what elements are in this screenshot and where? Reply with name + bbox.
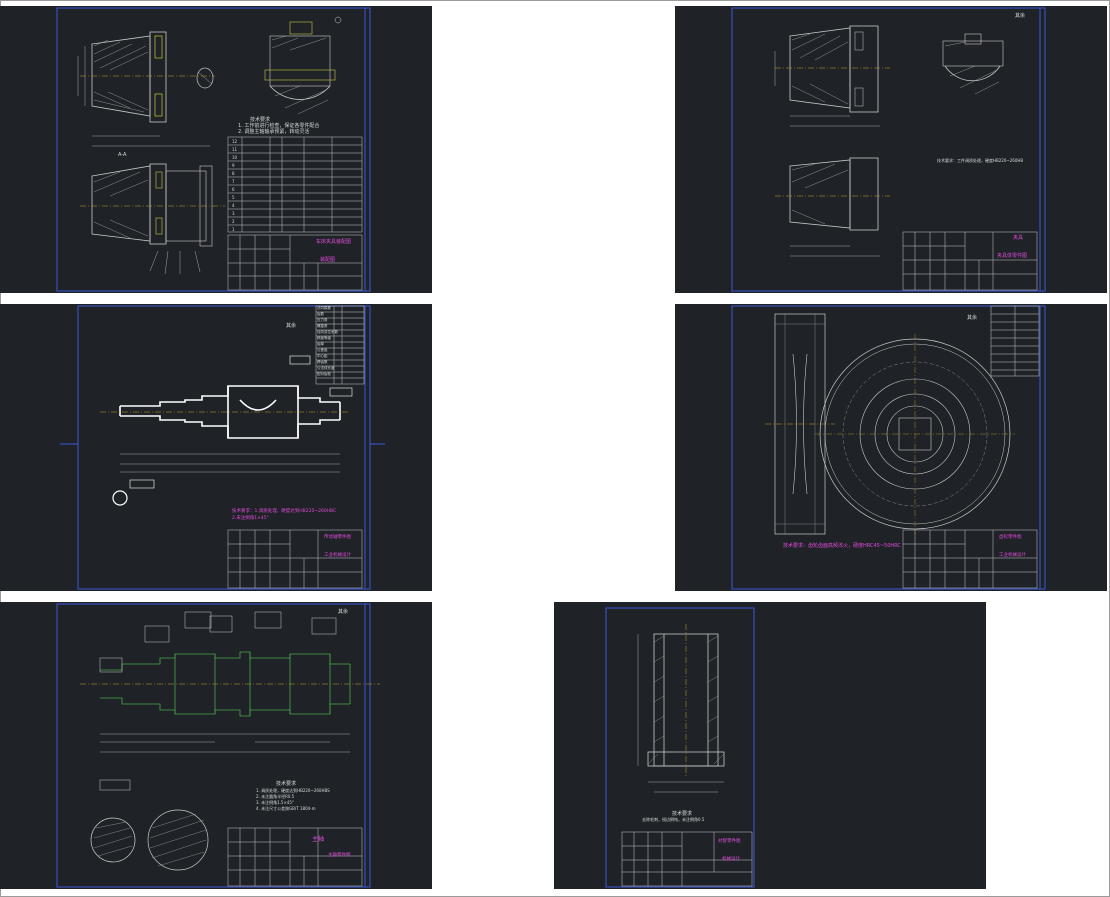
title-block-subtitle: 机械设计 (722, 857, 740, 862)
roughness-note: 其余 (967, 315, 978, 321)
title-block-subtitle: 夹具体零件图 (997, 253, 1028, 259)
param-table-label: 公差组 (317, 348, 328, 352)
title-block-subtitle: 工业机械设计 (999, 553, 1026, 558)
param-table-label: 径向变位系数 (317, 330, 338, 334)
tech-req-title: 技术要求 (672, 811, 693, 817)
parts-list-row-number: 11 (232, 147, 238, 152)
param-table-label: 法向模数 (317, 306, 331, 310)
roughness-note: 其余 (286, 323, 297, 329)
parts-list-row-number: 12 (232, 139, 238, 144)
roughness-note: 其余 (338, 609, 349, 615)
fixture-body-cad-drawing (731, 7, 1046, 292)
param-table-label: 公法线长度 (317, 366, 335, 370)
parts-list-row-number: 8 (232, 171, 235, 176)
title-block-name: 传动轴零件图 (324, 535, 351, 540)
tech-req-line: 1. 工作前进行检查，保证各零件配合 (238, 123, 320, 129)
param-table-label: 压力角 (317, 318, 328, 322)
gear-cad-drawing (731, 305, 1046, 590)
sleeve-cad-drawing (605, 607, 755, 888)
drawing-sheet-sleeve[interactable]: 技术要求 去除毛刺，锐边倒钝，未注倒角0.5 衬套零件图 机械设计 (554, 602, 986, 889)
section-label: A-A (118, 152, 127, 158)
param-table-label: 齿厚 (317, 342, 324, 346)
tech-req-line: 2. 调整主轴轴承预紧，转动灵活 (238, 129, 310, 135)
tech-req-line: 4. 未注尺寸公差按GB/T 1804-m (256, 806, 316, 811)
title-block-subtitle: 装配图 (320, 257, 336, 263)
parts-list-row-number: 5 (232, 195, 235, 200)
shaft-cad-drawing (60, 305, 385, 590)
tech-req-line: 2. 未注圆角半径R0.5 (256, 794, 295, 799)
tech-req: 技术要求：齿轮齿面高频淬火，硬度HRC45~50HRC (783, 543, 901, 549)
parts-list-row-number: 3 (232, 211, 235, 216)
parts-list-row-number: 9 (232, 163, 235, 168)
parts-list-row-number: 4 (232, 203, 235, 208)
param-table-label: 中心距 (317, 354, 328, 358)
parts-list-row-number: 6 (232, 187, 235, 192)
param-table-label: 精度等级 (317, 336, 331, 340)
drawing-sheet-spindle[interactable]: 其余 技术要求 1. 调质处理，硬度达到HB220~260HBS 2. 未注圆角… (0, 602, 432, 889)
title-block-name: 车床夹具装配图 (316, 239, 352, 245)
title-block-name: 夹具 (1013, 235, 1024, 241)
title-block-subtitle: 工业机械设计 (324, 553, 351, 558)
assembly-cad-drawing (56, 7, 371, 292)
param-table-label: 跨齿数 (317, 360, 328, 364)
param-table-label: 螺旋角 (317, 324, 328, 328)
tech-req-line: 1. 调质处理，硬度达到HB220~260HBS (256, 788, 330, 793)
tech-req-line: 2.未注倒角1×45° (232, 516, 269, 521)
parts-list-row-number: 7 (232, 179, 235, 184)
title-block-name: 衬套零件图 (718, 839, 741, 844)
param-table-label: 齿数 (317, 312, 324, 316)
tech-req-title: 技术要求 (250, 117, 271, 123)
drawing-sheet-assembly[interactable]: 技术要求 1. 工作前进行检查，保证各零件配合 2. 调整主轴轴承预紧，转动灵活… (0, 6, 432, 293)
tech-req-title: 技术要求 (276, 781, 297, 787)
tech-req-line: 去除毛刺，锐边倒钝，未注倒角0.5 (642, 817, 705, 822)
parts-list-row-number: 2 (232, 219, 235, 224)
parts-list-row-number: 1 (232, 227, 235, 232)
parts-list-row-number: 10 (232, 155, 238, 160)
title-block-subtitle: 主轴零件图 (328, 853, 351, 858)
title-block-name: 主轴 (312, 836, 325, 843)
param-table-label: 配对齿轮 (317, 372, 331, 376)
drawing-sheet-fixture-body[interactable]: 其余 技术要求：工件调质处理，硬度HB220~260HB 夹具 夹具体零件图 (675, 6, 1107, 293)
tech-req: 技术要求：工件调质处理，硬度HB220~260HB (937, 158, 1024, 163)
drawing-sheet-gear[interactable]: 其余 技术要求：齿轮齿面高频淬火，硬度HRC45~50HRC 齿轮零件图 工业机… (675, 304, 1107, 591)
roughness-note: 其余 (1015, 13, 1026, 19)
title-block-name: 齿轮零件图 (999, 535, 1022, 540)
spindle-cad-drawing (56, 603, 380, 888)
tech-req-line: 技术要求：1.调质处理，硬度达到HB220~260HBC (232, 509, 337, 514)
tech-req-line: 3. 未注倒角1.5×45° (256, 800, 294, 805)
drawing-sheet-shaft[interactable]: 其余 技术要求：1.调质处理，硬度达到HB220~260HBC 2.未注倒角1×… (0, 304, 432, 591)
